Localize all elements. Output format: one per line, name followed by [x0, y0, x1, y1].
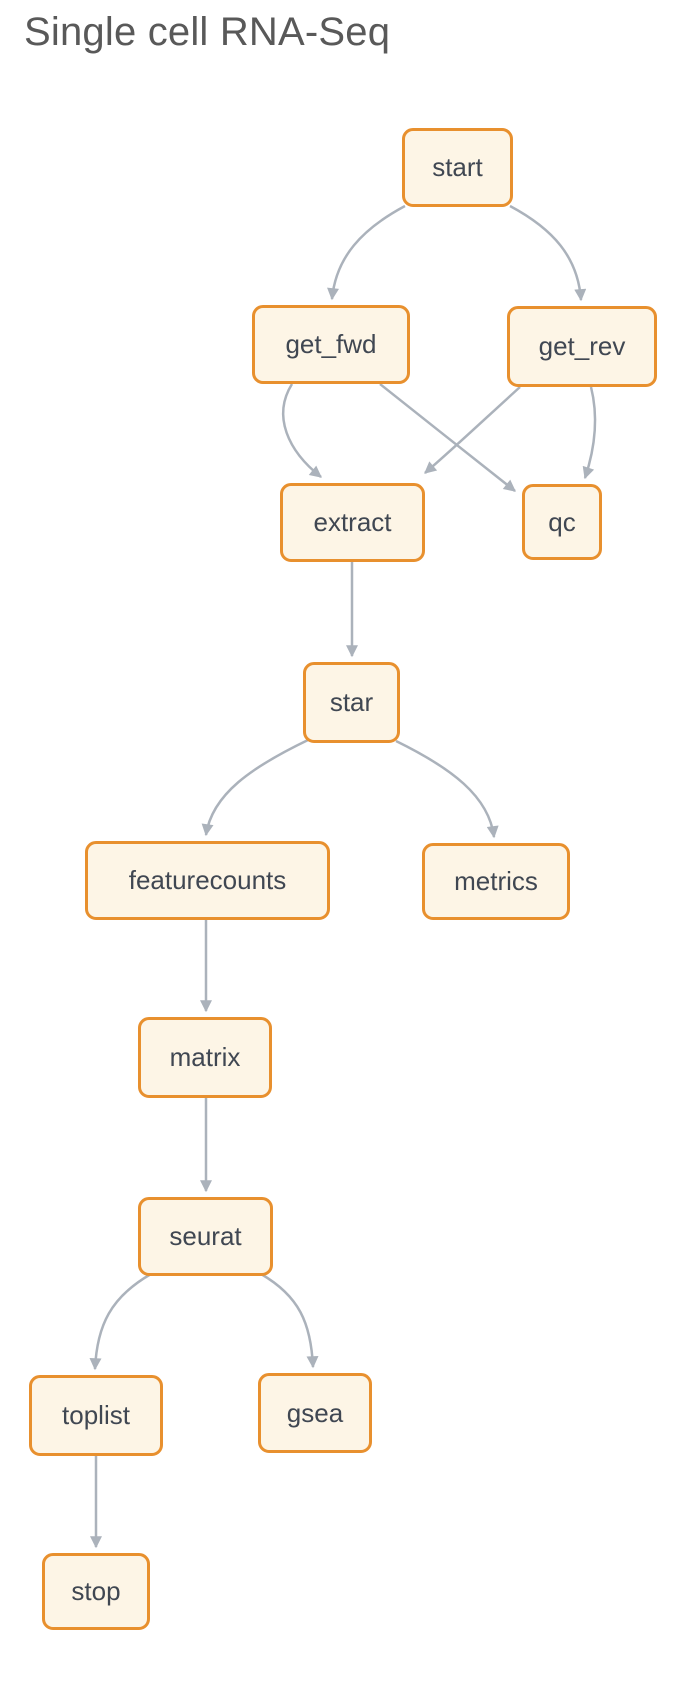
- edge-star-to-metrics: [395, 739, 499, 839]
- node-label-featurecounts: featurecounts: [128, 865, 287, 895]
- node-label-qc: qc: [548, 506, 576, 537]
- node-get_fwd: get_fwd: [252, 305, 410, 384]
- node-label-toplist: toplist: [62, 1400, 130, 1430]
- node-label-matrix: matrix: [169, 1042, 241, 1072]
- edge-get_rev-to-extract: [424, 386, 521, 474]
- node-label-metrics: metrics: [454, 866, 538, 896]
- edge-get_fwd-to-extract: [282, 383, 322, 478]
- node-label-star: star: [329, 687, 374, 717]
- node-matrix: matrix: [138, 1017, 272, 1098]
- edge-star-to-featurecounts: [201, 738, 309, 837]
- node-featurecounts: featurecounts: [85, 841, 330, 920]
- node-label-seurat: seurat: [169, 1221, 242, 1251]
- node-seurat: seurat: [138, 1197, 273, 1276]
- node-label-stop: stop: [71, 1576, 121, 1606]
- edge-seurat-to-gsea: [260, 1272, 319, 1369]
- node-label-extract: extract: [313, 507, 392, 537]
- node-label-gsea: gsea: [286, 1397, 344, 1428]
- page-title: Single cell RNA-Seq: [24, 10, 391, 54]
- node-star: star: [303, 662, 400, 743]
- node-qc: qc: [522, 484, 602, 560]
- node-stop: stop: [42, 1553, 150, 1630]
- node-get_rev: get_rev: [507, 306, 657, 387]
- edge-start-to-get_fwd: [327, 204, 406, 301]
- node-label-get_fwd: get_fwd: [285, 329, 377, 359]
- node-metrics: metrics: [422, 843, 570, 920]
- node-start: start: [402, 128, 513, 207]
- node-toplist: toplist: [29, 1375, 163, 1456]
- edge-seurat-to-toplist: [89, 1272, 152, 1371]
- node-label-get_rev: get_rev: [538, 331, 626, 361]
- edge-get_fwd-to-qc: [379, 383, 516, 492]
- node-gsea: gsea: [258, 1373, 372, 1453]
- node-extract: extract: [280, 483, 425, 562]
- node-label-start: start: [432, 152, 483, 182]
- edge-start-to-get_rev: [509, 204, 587, 302]
- edge-get_rev-to-qc: [582, 386, 597, 480]
